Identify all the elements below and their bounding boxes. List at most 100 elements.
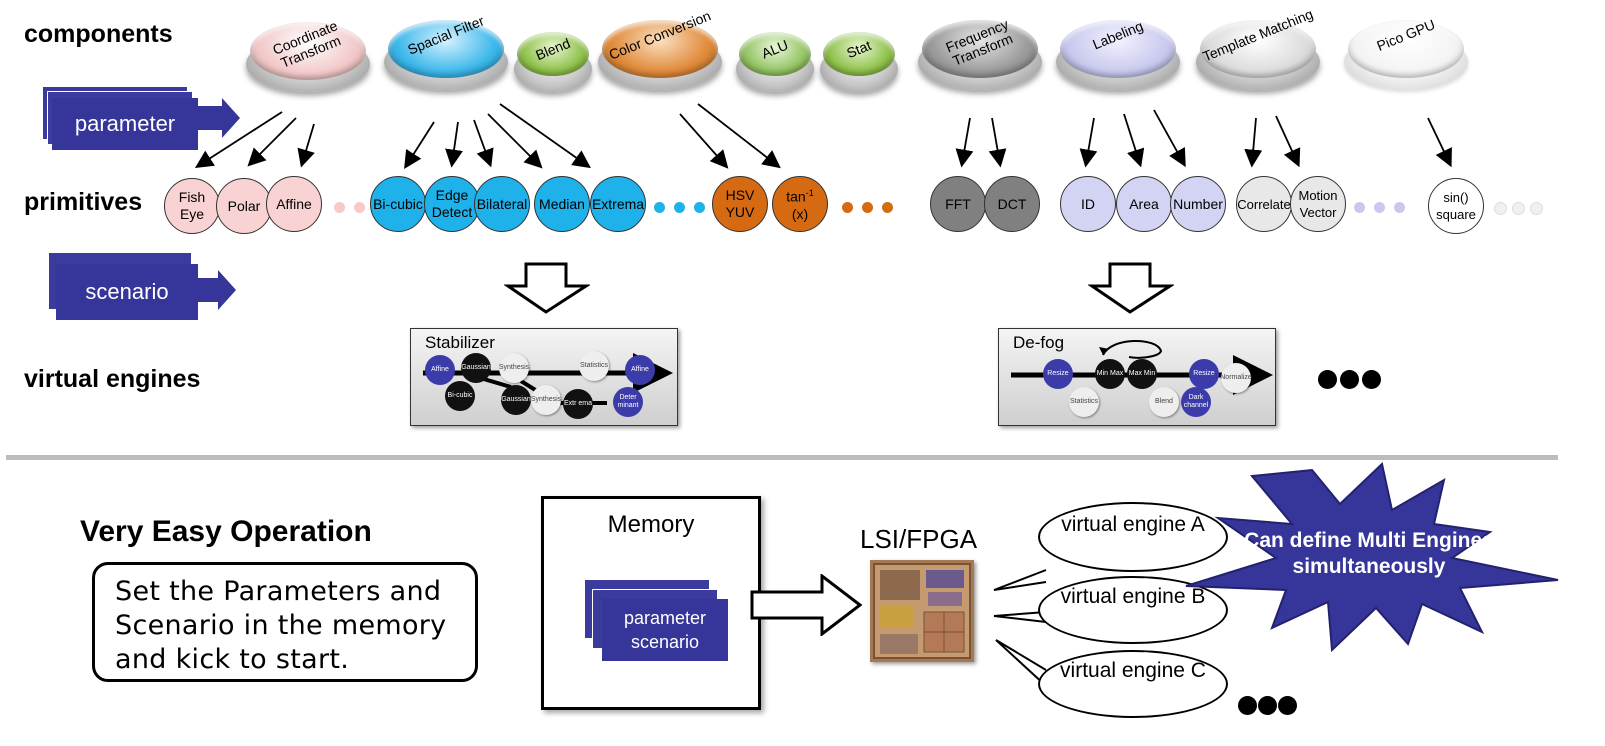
memory-card-line2: scenario [630, 632, 700, 652]
ellipsis-dot [1512, 202, 1525, 215]
ellipsis-dot [1354, 202, 1365, 213]
defog-engine: De-fog Resize Min Max Max Min Resize Nor… [998, 328, 1276, 426]
primitive-fish-eye: Fish Eye [164, 178, 220, 234]
ellipsis-dot [674, 202, 685, 213]
ellipsis-dot [1362, 370, 1381, 389]
section-divider [6, 455, 1558, 460]
engine-node: Blend [1149, 387, 1179, 417]
down-arrow-icon [504, 262, 590, 314]
ellipsis-dot [862, 202, 873, 213]
primitive-median: Median [534, 176, 590, 232]
memory-box: Memory parameter scenario [541, 496, 761, 710]
primitive-tan-inverse: tan-1(x) [772, 176, 828, 232]
engine-title: De-fog [1013, 333, 1065, 352]
engine-node: Affine [425, 355, 455, 385]
ellipsis-dot [1238, 696, 1257, 715]
primitive-fft: FFT [930, 176, 986, 232]
instruction-box: Set the Parameters and Scenario in the m… [92, 562, 478, 682]
primitive-number: Number [1170, 176, 1226, 232]
ellipsis-dot [1394, 202, 1405, 213]
parameter-arrow-icon [198, 98, 240, 138]
chip-die-icon [870, 560, 974, 662]
component-pico-gpu: Pico GPU [1344, 16, 1468, 90]
memory-card: parameter scenario [602, 599, 728, 661]
engine-node: Synthesis [531, 385, 561, 415]
component-coordinate-transform: Coordinate Transform [246, 17, 370, 92]
ellipsis-dot [1494, 202, 1507, 215]
chip-label: LSI/FPGA [860, 524, 978, 554]
primitive-correlate: Correlate [1236, 176, 1292, 232]
engine-node: Resize [1043, 359, 1073, 389]
down-arrow-icon [1088, 262, 1174, 314]
engine-node: Dark channel [1181, 387, 1211, 417]
primitive-affine: Affine [266, 176, 322, 232]
ellipsis-dot [354, 202, 365, 213]
primitive-sin-square: sin() square [1428, 178, 1484, 234]
right-arrow-icon [750, 574, 863, 636]
scenario-arrow-icon [196, 270, 236, 310]
parameter-card-stack: parameter [42, 86, 242, 152]
ellipsis-dot [654, 202, 665, 213]
ellipsis-dot [842, 202, 853, 213]
ellipsis-dot [1374, 202, 1385, 213]
engine-node: Normalize [1220, 363, 1252, 393]
primitive-area: Area [1116, 176, 1172, 232]
primitive-dct: DCT [984, 176, 1040, 232]
memory-title: Memory [607, 511, 695, 538]
engine-node: Affine [625, 355, 655, 385]
component-primitive-arrows [194, 103, 1452, 170]
primitive-id: ID [1060, 176, 1116, 232]
ellipsis-dot [1530, 202, 1543, 215]
scenario-card-stack: scenario [48, 252, 248, 322]
ellipsis-dot [1258, 696, 1277, 715]
components-label: components [24, 20, 173, 48]
starburst-shape [1185, 462, 1559, 652]
engine-node: Gaussian [501, 385, 531, 415]
component-spacial-filter: Spacial Filter [384, 12, 508, 90]
engine-node: Gaussian [461, 353, 491, 383]
component-alu: ALU [736, 32, 814, 102]
bottom-heading: Very Easy Operation [80, 515, 372, 548]
primitive-bilateral: Bilateral [474, 176, 530, 232]
engine-node: Synthesis [499, 353, 529, 383]
primitive-extrema: Extrema [590, 176, 646, 232]
starburst-text: Can define Multi Engines simultaneously [1244, 529, 1494, 578]
ellipsis-dot [334, 202, 345, 213]
scenario-label: scenario [56, 264, 198, 320]
primitive-hsv-yuv: HSV YUV [712, 176, 768, 232]
component-blend: Blend [514, 32, 592, 102]
memory-card-line1: parameter [623, 608, 707, 628]
chip-image [870, 560, 974, 662]
engine-node: Bi-cubic [445, 381, 475, 411]
parameter-label: parameter [52, 98, 198, 150]
primitives-label: primitives [24, 188, 143, 216]
component-frequency-transform: Frequency Transform [918, 16, 1042, 90]
primitive-motion-vector: Motion Vector [1290, 176, 1346, 232]
engine-node: Deter minant [613, 387, 643, 417]
ellipsis-dot [1278, 696, 1297, 715]
component-template-matching: Template Matching [1196, 6, 1320, 90]
virtual-engines-label: virtual engines [24, 365, 201, 393]
engine-node: Min Max [1095, 359, 1125, 389]
bubble-tails [993, 569, 1047, 687]
primitive-edge-detect: Edge Detect [424, 176, 480, 232]
engine-node: Resize [1189, 359, 1219, 389]
ellipsis-dot [882, 202, 893, 213]
bubble-engine-a: virtual engine A [1038, 502, 1228, 572]
engine-node: Extr ema [563, 389, 593, 419]
bubble-engine-c: virtual engine C [1038, 650, 1228, 718]
component-stat: Stat [820, 32, 898, 102]
superscript: -1 [805, 188, 814, 199]
component-color-conversion: Color Conversion [598, 7, 722, 90]
ellipsis-dot [1340, 370, 1359, 389]
engine-title: Stabilizer [425, 333, 495, 352]
primitive-bi-cubic: Bi-cubic [370, 176, 426, 232]
component-labeling: Labeling [1056, 18, 1180, 90]
ellipsis-dot [1318, 370, 1337, 389]
ellipsis-dot [694, 202, 705, 213]
engine-node: Statistics [579, 351, 609, 381]
engine-node: Statistics [1069, 387, 1099, 417]
primitive-polar: Polar [216, 178, 272, 234]
engine-node: Max Min [1127, 359, 1157, 389]
stabilizer-engine: Stabilizer Affine Gaussian Synthesis Sta… [410, 328, 678, 426]
